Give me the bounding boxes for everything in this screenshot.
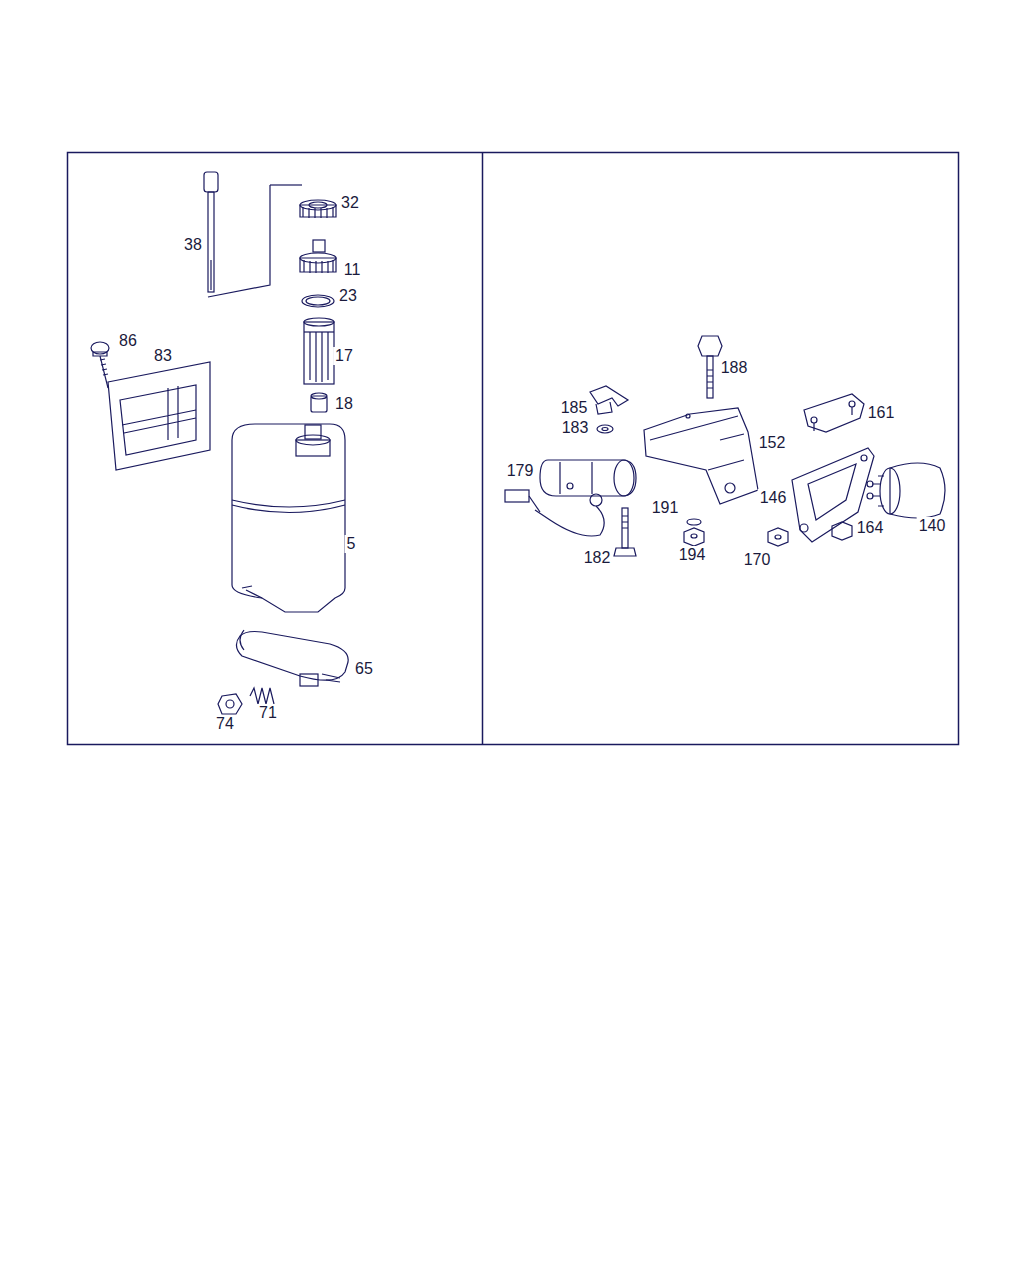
callout-number: 18 (333, 395, 355, 413)
callout-number: 86 (117, 332, 139, 350)
callout-number: 83 (152, 347, 174, 365)
callout-number: 179 (505, 462, 536, 480)
callout-number: 74 (214, 715, 236, 733)
callout-number: 183 (560, 419, 591, 437)
callout-number: 23 (337, 287, 359, 305)
callout-number: 11 (342, 261, 363, 279)
callout-number: 194 (677, 546, 708, 564)
callout-number: 71 (257, 704, 279, 722)
callout-number: 65 (353, 660, 375, 678)
callout-number: 38 (182, 236, 204, 254)
callout-number: 170 (742, 551, 773, 569)
callout-number: 161 (866, 404, 897, 422)
callout-number: 185 (559, 399, 590, 417)
callout-number: 32 (339, 194, 361, 212)
callout-number: 140 (917, 517, 948, 535)
callout-number: 164 (855, 519, 886, 537)
callout-number: 191 (650, 499, 681, 517)
callout-number: 146 (758, 489, 789, 507)
callout-number: 152 (757, 434, 788, 452)
callout-number: 182 (582, 549, 613, 567)
callout-number: 5 (345, 535, 358, 553)
callout-number: 17 (333, 347, 355, 365)
callout-number: 188 (719, 359, 750, 377)
